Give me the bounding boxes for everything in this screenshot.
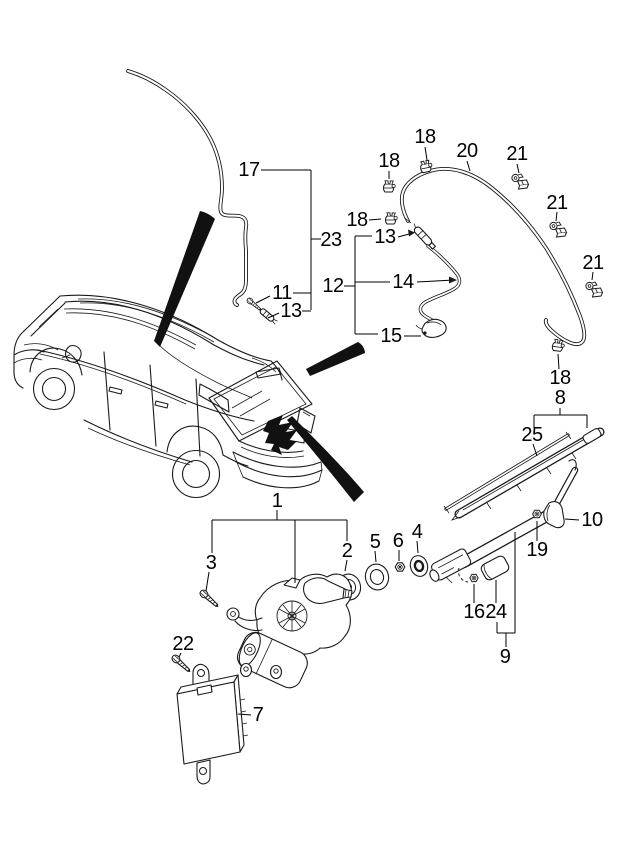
taillight	[296, 407, 316, 434]
part-label-1: 1	[272, 490, 283, 512]
door-handle-front	[108, 386, 123, 395]
part-label-4: 4	[412, 521, 423, 543]
part-label-16: 16	[463, 601, 485, 623]
part-18-clip-icon	[385, 212, 398, 225]
part-label-21: 21	[546, 192, 568, 214]
part-21-clip-icon	[549, 221, 567, 238]
motor-location-silhouette	[263, 415, 297, 455]
arm-pivot-head	[429, 548, 472, 582]
rear-wheel	[171, 449, 221, 499]
part-label-3: 3	[206, 552, 217, 574]
part-label-15: 15	[380, 325, 402, 347]
part-label-7: 7	[253, 704, 264, 726]
part-label-9: 9	[500, 646, 511, 668]
door-handle-rear	[154, 400, 169, 409]
part-13-connector-left	[259, 308, 278, 325]
part-label-5: 5	[370, 531, 381, 553]
part-label-11: 11	[272, 282, 292, 304]
front-wheel	[32, 367, 76, 411]
side-mirror	[65, 345, 82, 363]
part-label-22: 22	[172, 633, 194, 655]
part-label-6: 6	[393, 530, 404, 552]
part-20-washer-hose-rear	[399, 166, 587, 346]
part-21-clip-icon	[585, 281, 603, 298]
part-17-washer-hose	[126, 69, 249, 307]
part-22-bolt-icon	[169, 653, 193, 675]
part-3-bolt-icon	[197, 588, 221, 610]
part-4-bushing	[409, 555, 429, 577]
part-16-nut-icon	[469, 573, 479, 583]
part-label-23: 23	[320, 229, 342, 251]
part-label-25: 25	[521, 424, 543, 446]
part-label-20: 20	[456, 140, 478, 162]
part-18-clip-icon	[551, 338, 566, 353]
brake-light	[255, 367, 282, 379]
part-18-clip-icon	[383, 180, 396, 193]
part-label-24: 24	[485, 601, 507, 623]
pointer-wedges	[154, 211, 365, 502]
leader-lines	[178, 146, 594, 716]
part-15-nozzle	[415, 318, 447, 338]
part-19-nut-icon	[532, 509, 542, 519]
roof-pointer-wedge	[154, 211, 215, 347]
part-label-13: 13	[280, 300, 302, 322]
part-11-screw	[245, 296, 263, 313]
window-top-pointer-wedge	[306, 342, 365, 376]
motor-pointer-wedge	[287, 416, 364, 502]
part-25-wiper-refill	[443, 431, 572, 514]
vehicle-illustration	[13, 294, 323, 499]
part-label-18: 18	[414, 126, 436, 148]
rear-window	[208, 360, 313, 442]
part-label-14: 14	[392, 271, 414, 293]
part-label-18: 18	[549, 367, 571, 389]
part-label-10: 10	[581, 509, 603, 531]
part-1-wiper-motor	[226, 573, 353, 689]
part-7-control-module	[176, 663, 249, 785]
part-13-connector-mid	[413, 223, 436, 250]
part-label-18: 18	[346, 209, 368, 231]
part-label-12: 12	[322, 275, 344, 297]
part-8-wiper-blade	[450, 427, 605, 521]
part-label-17: 17	[238, 159, 260, 181]
part-24-cap	[480, 555, 510, 581]
part-label-8: 8	[555, 387, 566, 409]
part-label-21: 21	[582, 252, 604, 274]
part-6-nut-icon	[394, 562, 406, 572]
part-label-2: 2	[342, 540, 353, 562]
part-5-packing-ring	[364, 563, 390, 591]
part-label-18: 18	[378, 150, 400, 172]
part-label-19: 19	[526, 539, 548, 561]
part-label-21: 21	[506, 143, 528, 165]
part-21-clip-icon	[511, 173, 529, 190]
part-14-washer-hose	[418, 244, 462, 328]
part-label-13: 13	[374, 226, 396, 248]
part-10-pivot-cover	[543, 501, 565, 529]
